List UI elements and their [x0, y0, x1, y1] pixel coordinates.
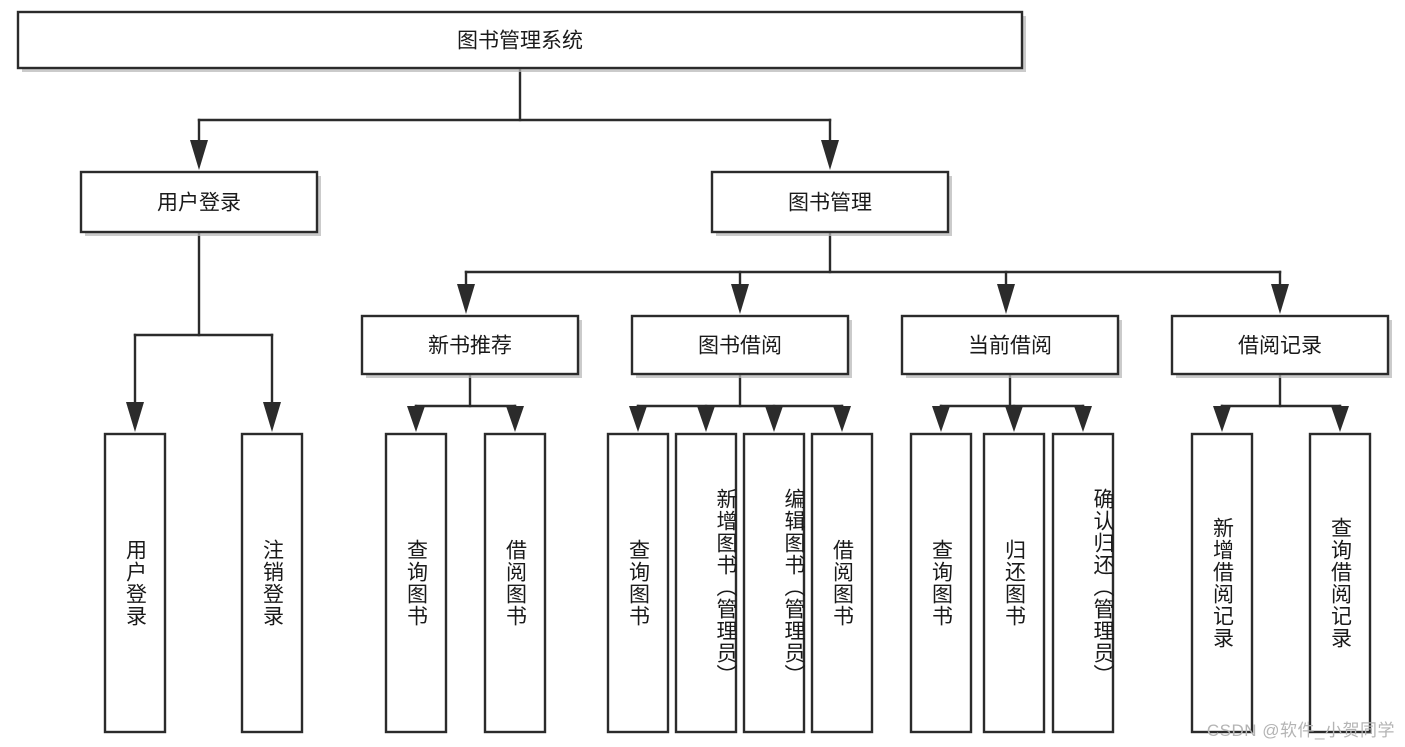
- node-current-borrow[interactable]: 当前借阅: [900, 314, 1122, 378]
- node-book-manage-label: 图书管理: [788, 192, 872, 215]
- arrow-to-new-book-recommend: [457, 284, 475, 314]
- node-borrow-record[interactable]: 借阅记录: [1170, 314, 1392, 378]
- arrow-to-user-login: [190, 140, 208, 170]
- node-leaf-add-borrow-record[interactable]: [1190, 432, 1254, 734]
- watermark-text: CSDN @软件_小贺同学: [1206, 721, 1395, 740]
- connector-group-book-borrow: [629, 372, 851, 432]
- node-root[interactable]: 图书管理系统: [16, 10, 1026, 72]
- connector-group-user-login: [126, 230, 281, 432]
- arrow-to-book-manage: [821, 140, 839, 170]
- node-book-borrow-label: 图书借阅: [698, 335, 782, 358]
- node-root-label: 图书管理系统: [457, 30, 583, 53]
- node-leaf-user-login[interactable]: [103, 432, 167, 734]
- node-leaf-query-book-current[interactable]: [909, 432, 973, 734]
- arrow-to-leaf-query-book-current: [932, 406, 950, 432]
- arrow-to-leaf-query-book-recommend: [407, 406, 425, 432]
- node-leaf-query-book-borrow[interactable]: [606, 432, 670, 734]
- node-leaf-borrow-book[interactable]: [810, 432, 874, 734]
- connector-group-new-book-recommend: [407, 372, 524, 432]
- arrow-to-leaf-query-borrow-record: [1331, 406, 1349, 432]
- node-new-book-recommend-label: 新书推荐: [428, 335, 512, 358]
- arrow-to-leaf-borrow-book-recommend: [506, 406, 524, 432]
- node-leaf-query-book-recommend[interactable]: [384, 432, 448, 734]
- node-book-manage[interactable]: 图书管理: [710, 170, 952, 236]
- arrow-to-book-borrow: [731, 284, 749, 314]
- connector-group-current-borrow: [932, 372, 1092, 432]
- arrow-to-leaf-user-login: [126, 402, 144, 432]
- node-leaf-confirm-return[interactable]: [1051, 432, 1115, 734]
- node-leaf-logout[interactable]: [240, 432, 304, 734]
- arrow-to-leaf-query-book-borrow: [629, 406, 647, 432]
- arrow-to-leaf-return-book: [1005, 406, 1023, 432]
- arrow-to-leaf-logout: [263, 402, 281, 432]
- node-leaf-add-book[interactable]: [674, 432, 738, 734]
- arrow-to-current-borrow: [997, 284, 1015, 314]
- arrow-to-leaf-edit-book: [765, 406, 783, 432]
- arrow-to-leaf-add-borrow-record: [1213, 406, 1231, 432]
- node-borrow-record-label: 借阅记录: [1238, 335, 1322, 358]
- arrow-to-leaf-add-book: [697, 406, 715, 432]
- arrow-to-leaf-borrow-book: [833, 406, 851, 432]
- leaf-boxes: [103, 432, 1372, 734]
- node-book-borrow[interactable]: 图书借阅: [630, 314, 852, 378]
- arrow-to-leaf-confirm-return: [1074, 406, 1092, 432]
- connector-group-root: [190, 66, 839, 170]
- arrow-to-borrow-record: [1271, 284, 1289, 314]
- node-new-book-recommend[interactable]: 新书推荐: [360, 314, 582, 378]
- node-leaf-edit-book[interactable]: [742, 432, 806, 734]
- node-leaf-query-borrow-record[interactable]: [1308, 432, 1372, 734]
- node-current-borrow-label: 当前借阅: [968, 335, 1052, 358]
- node-leaf-borrow-book-recommend[interactable]: [483, 432, 547, 734]
- connector-group-borrow-record: [1213, 372, 1349, 432]
- node-leaf-return-book[interactable]: [982, 432, 1046, 734]
- connector-group-book-manage: [457, 230, 1289, 314]
- node-user-login[interactable]: 用户登录: [79, 170, 321, 236]
- node-user-login-label: 用户登录: [157, 192, 241, 215]
